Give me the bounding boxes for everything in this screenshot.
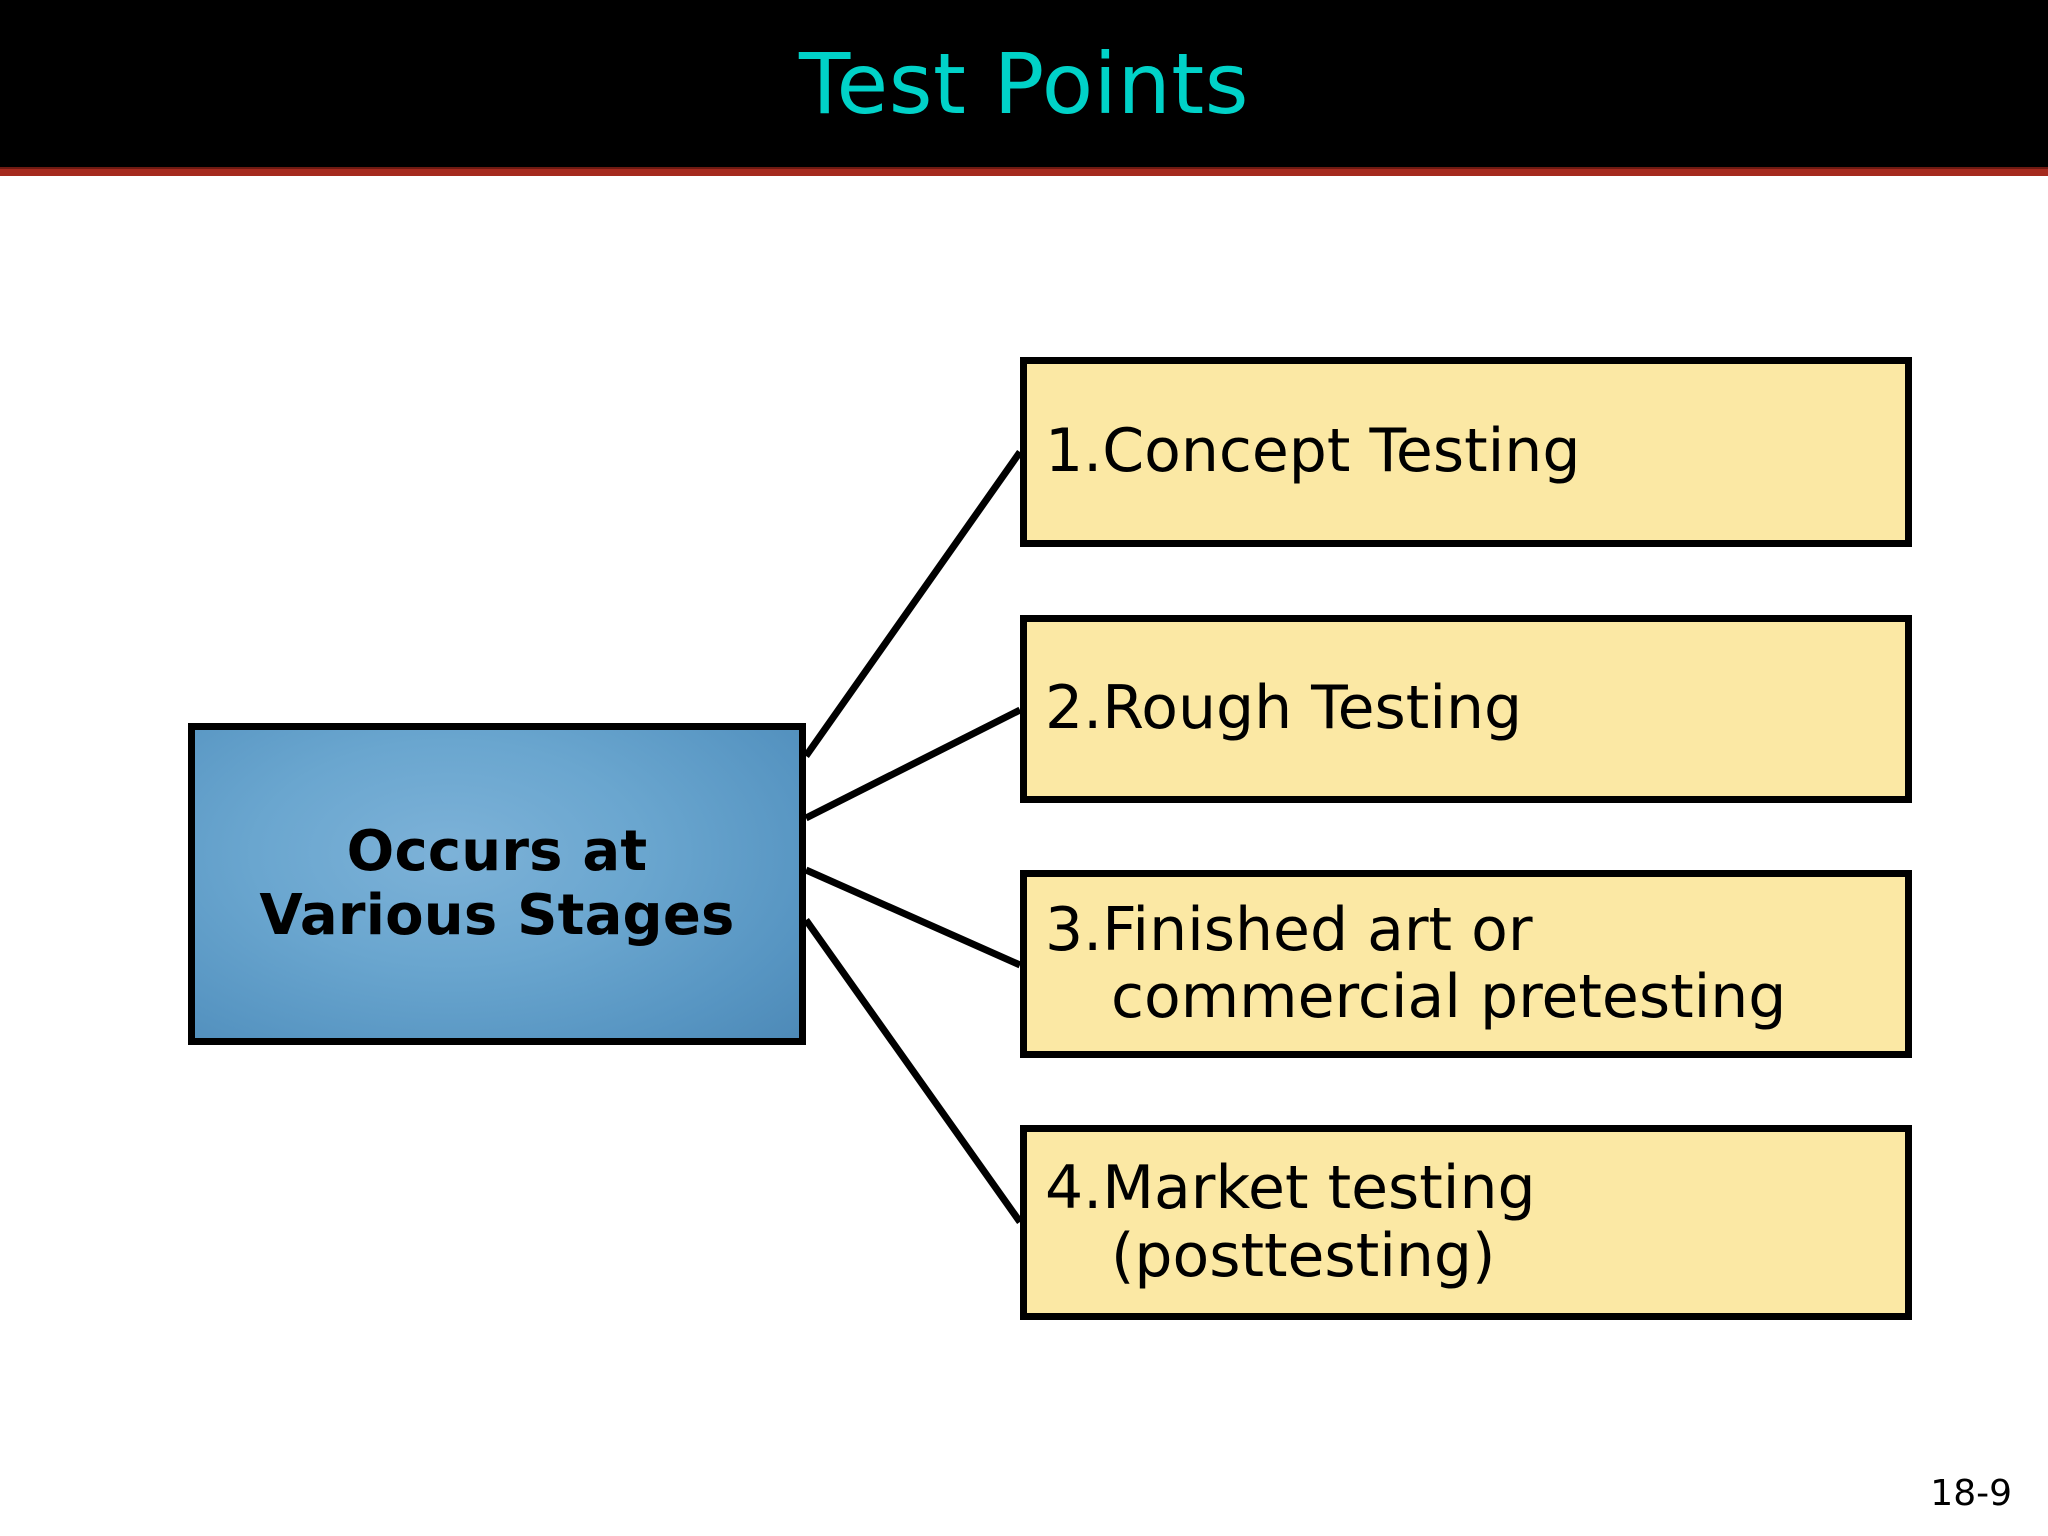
slide-header-accent-rule (0, 167, 2048, 176)
connector-line-1 (803, 449, 1023, 759)
step-box-4[interactable]: 4.Market testing (posttesting) (1020, 1125, 1912, 1320)
page-title: Test Points (799, 34, 1249, 133)
step-box-4-line-1: 4.Market testing (1045, 1153, 1536, 1224)
slide-header-bar (0, 0, 2048, 167)
step-box-3-line-1: 3.Finished art or (1045, 894, 1533, 965)
page-number: 18-9 (1930, 1473, 2012, 1514)
connector-line-3 (804, 866, 1022, 969)
step-box-1[interactable]: 1.Concept Testing (1020, 357, 1912, 547)
step-box-3[interactable]: 3.Finished art or commercial pretesting (1020, 870, 1912, 1058)
step-box-3-line-2: commercial pretesting (1111, 962, 1787, 1032)
step-box-2[interactable]: 2.Rough Testing (1020, 615, 1912, 803)
step-box-3-label: 3.Finished art or commercial pretesting (1027, 830, 1798, 1099)
step-box-4-label: 4.Market testing (posttesting) (1027, 1088, 1548, 1357)
source-box-label: Occurs at Various Stages (259, 819, 735, 948)
connector-line-4 (803, 917, 1023, 1225)
step-box-4-line-2: (posttesting) (1111, 1220, 1496, 1291)
step-box-1-label: 1.Concept Testing (1045, 416, 1581, 487)
connector-line-2 (804, 706, 1022, 822)
step-box-2-label: 2.Rough Testing (1045, 673, 1523, 744)
source-box[interactable]: Occurs at Various Stages (188, 723, 806, 1045)
